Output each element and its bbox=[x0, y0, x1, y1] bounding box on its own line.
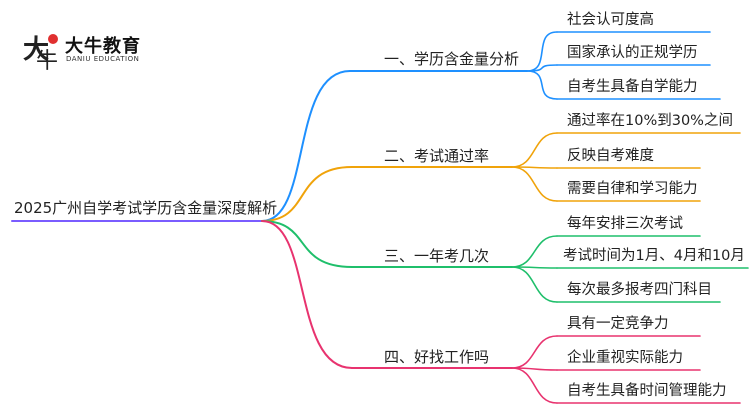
leaf-link-3-3 bbox=[511, 266, 558, 303]
branch-link-4 bbox=[261, 220, 353, 369]
svg-text:大: 大 bbox=[23, 35, 49, 65]
leaf-topic-1-3: 自考生具备自学能力 bbox=[567, 79, 698, 95]
brand-name: 大牛教育 bbox=[65, 36, 141, 57]
leaf-link-3-1 bbox=[511, 235, 558, 268]
branch-topic-3: 三、一年考几次 bbox=[384, 247, 490, 265]
branch-link-2 bbox=[261, 166, 353, 222]
leaf-topic-3-3: 每次最多报考四门科目 bbox=[567, 282, 712, 298]
brand-subtitle: DANIU EDUCATION bbox=[66, 55, 140, 63]
branch-link-1 bbox=[261, 70, 351, 222]
leaf-topic-2-3: 需要自律和学习能力 bbox=[567, 181, 698, 197]
branch-topic-1: 一、学历含金量分析 bbox=[384, 50, 520, 68]
branch-topic-4: 四、好找工作吗 bbox=[384, 348, 490, 366]
leaf-link-2-3 bbox=[511, 166, 558, 202]
leaf-link-4-3 bbox=[511, 367, 558, 404]
leaf-topic-3-2: 考试时间为1月、4月和10月 bbox=[563, 248, 745, 264]
root-topic: 2025广州自学考试学历含金量深度解析 bbox=[14, 199, 278, 217]
daniu-logo-icon: 大 牛 bbox=[23, 34, 58, 74]
leaf-topic-4-2: 企业重视实际能力 bbox=[567, 350, 683, 366]
leaf-link-2-1 bbox=[511, 132, 558, 168]
leaf-link-1-3 bbox=[526, 70, 558, 100]
branch-link-3 bbox=[261, 220, 353, 268]
leaf-topic-1-2: 国家承认的正规学历 bbox=[567, 45, 698, 61]
leaf-link-1-1 bbox=[526, 31, 558, 72]
leaf-topic-2-1: 通过率在10%到30%之间 bbox=[567, 113, 733, 129]
svg-text:牛: 牛 bbox=[36, 49, 58, 72]
branch-topic-2: 二、考试通过率 bbox=[384, 147, 490, 165]
leaf-topic-3-1: 每年安排三次考试 bbox=[567, 216, 683, 232]
brand-logo: 大 牛 大牛教育 DANIU EDUCATION bbox=[20, 30, 180, 74]
leaf-topic-4-3: 自考生具备时间管理能力 bbox=[567, 383, 727, 399]
leaf-topic-4-1: 具有一定竞争力 bbox=[567, 316, 669, 332]
leaf-topic-1-1: 社会认可度高 bbox=[567, 12, 654, 28]
leaf-link-4-1 bbox=[511, 335, 558, 369]
leaf-topic-2-2: 反映自考难度 bbox=[567, 148, 654, 164]
